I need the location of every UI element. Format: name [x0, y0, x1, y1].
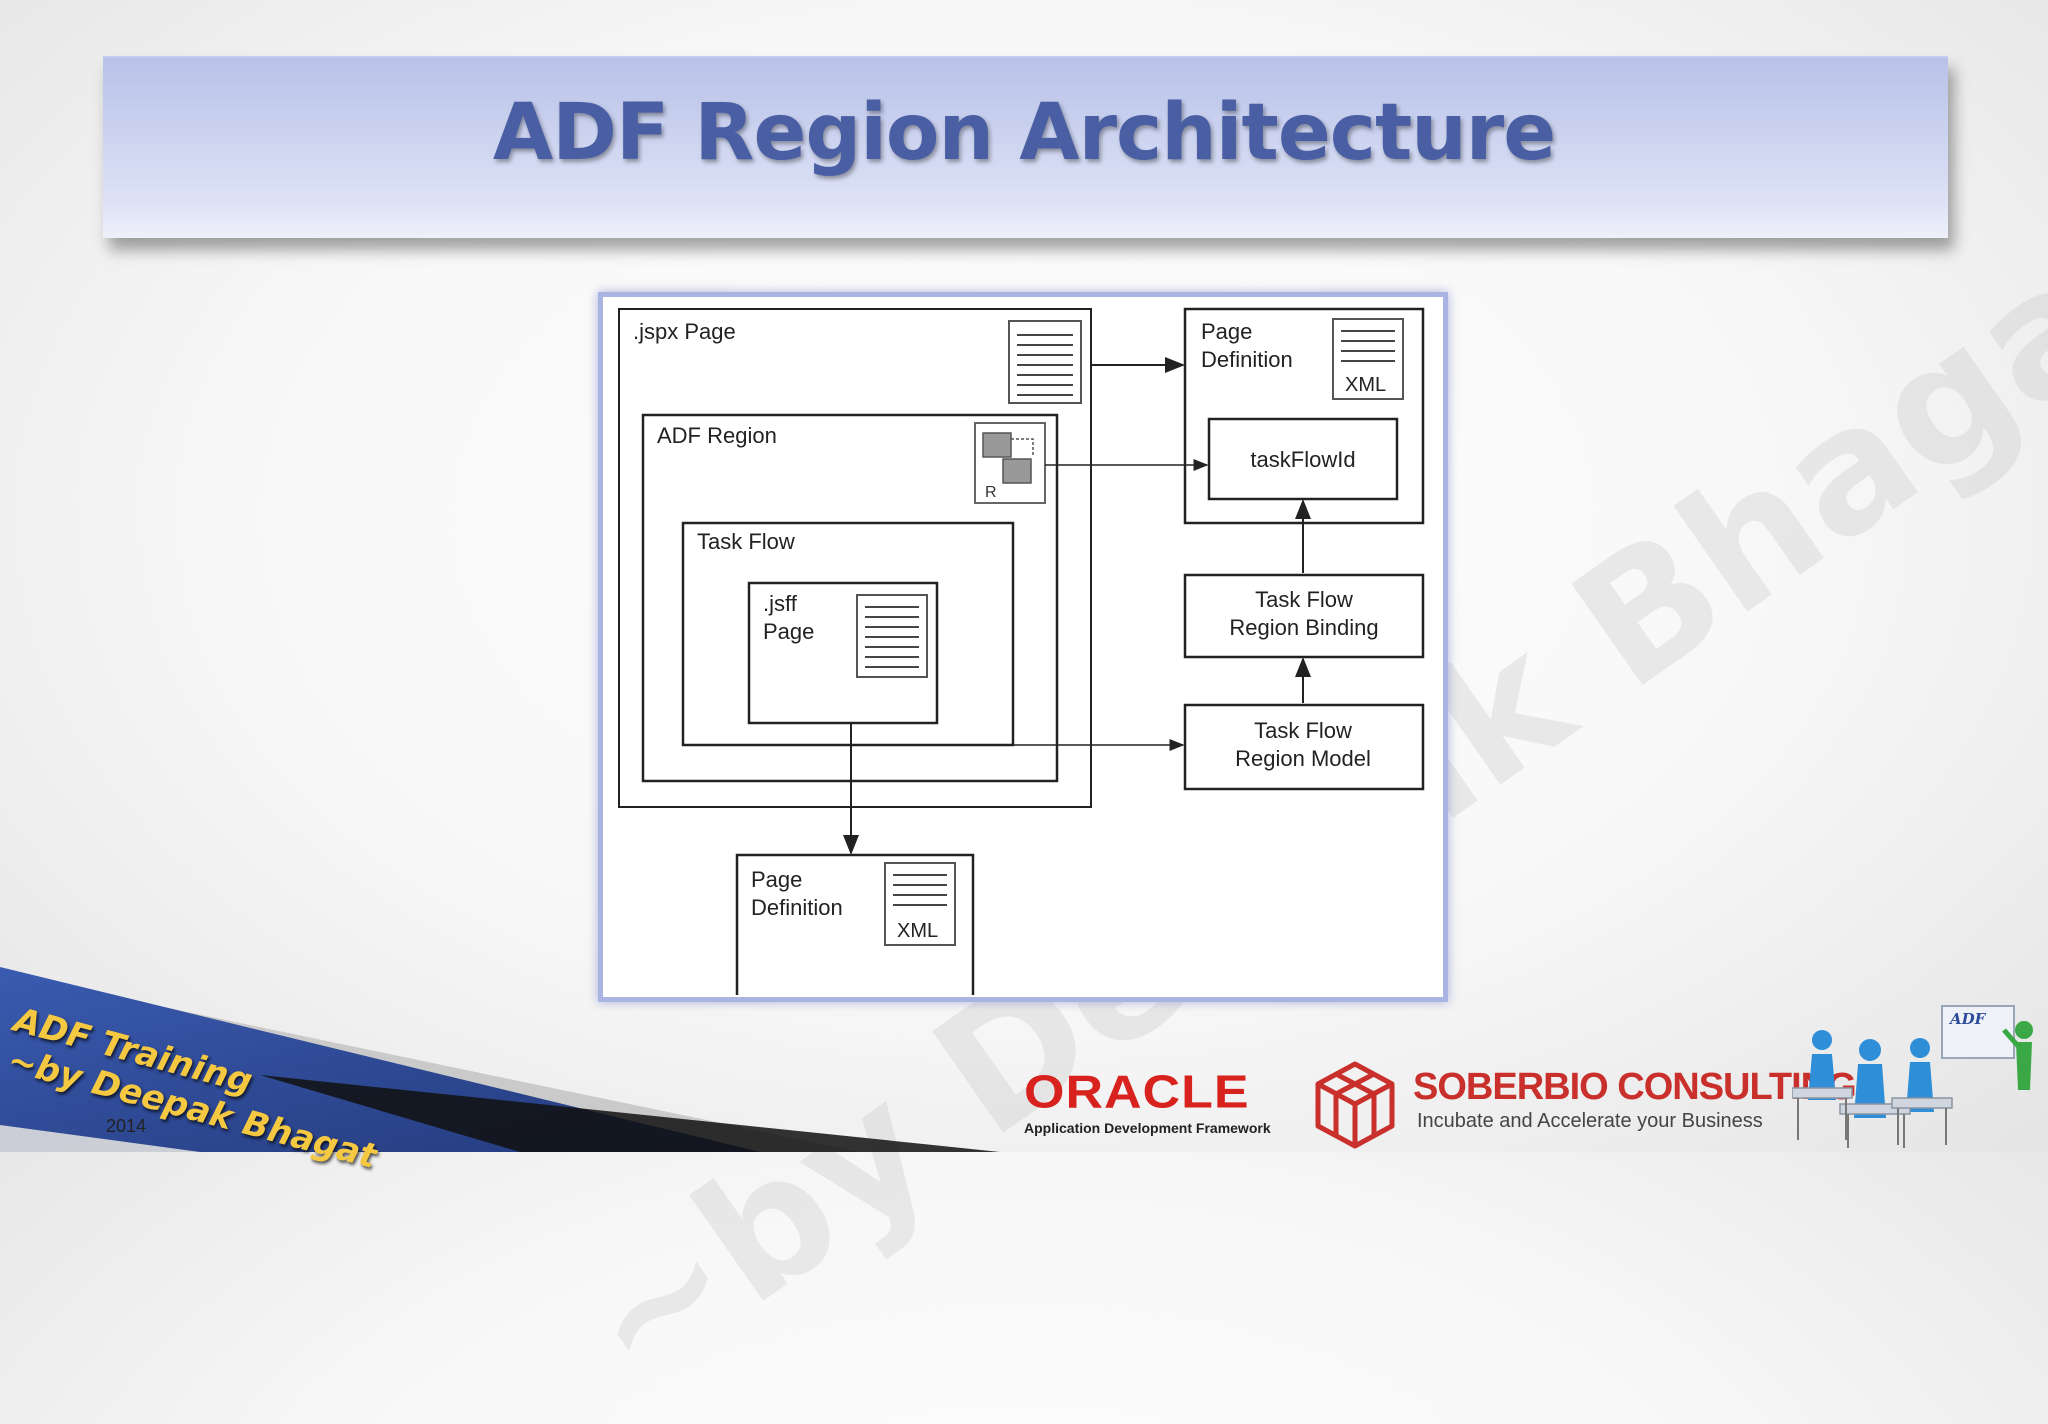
document-icon — [856, 594, 928, 678]
adf-region-label: ADF Region — [657, 423, 777, 448]
soberbio-tagline: Incubate and Accelerate your Business — [1417, 1110, 1763, 1132]
course-banner — [0, 967, 1000, 1152]
oracle-tagline: Application Development Framework — [1024, 1120, 1271, 1136]
xml-document-icon: XML — [1332, 318, 1404, 400]
banner-year: 2014 — [106, 1116, 147, 1136]
page-definition-top-label-line2: Definition — [1201, 347, 1293, 372]
region-binding-label-line2: Region Binding — [1229, 615, 1378, 640]
xml-document-icon: XML — [884, 862, 956, 946]
region-binding-label-line1: Task Flow — [1255, 587, 1353, 612]
jsff-page-label-line1: .jsff — [763, 591, 798, 616]
task-flow-region-binding-box — [1183, 573, 1425, 659]
page-definition-bottom-label-line2: Definition — [751, 895, 843, 920]
task-flow-region-model-box — [1183, 703, 1425, 791]
jsff-page-label-line2: Page — [763, 619, 814, 644]
slide-title: ADF Region Architecture — [492, 88, 1556, 178]
title-bar — [103, 56, 1948, 238]
oracle-wordmark: ORACLE — [1024, 1065, 1250, 1119]
page-definition-bottom-label-line1: Page — [751, 867, 802, 892]
region-model-label-line1: Task Flow — [1254, 718, 1352, 743]
document-icon — [1008, 320, 1082, 404]
task-flow-label: Task Flow — [697, 529, 795, 554]
diagram-frame: .jspx Page ADF Region R Task Flow .jsff … — [598, 292, 1448, 1002]
xml-bottom-label: XML — [897, 920, 938, 942]
soberbio-company-name: SOBERBIO CONSULTING — [1413, 1066, 1857, 1108]
jspx-page-label: .jspx Page — [633, 319, 736, 344]
region-icon: R — [974, 422, 1046, 504]
region-icon-letter: R — [985, 484, 997, 501]
classroom-clipart: ADF — [1792, 1005, 2033, 1148]
page-definition-top-label-line1: Page — [1201, 319, 1252, 344]
task-flow-id-label: taskFlowId — [1250, 447, 1355, 472]
clipart-board-label: ADF — [1948, 1010, 1987, 1028]
oracle-logo: ORACLE Application Development Framework — [1024, 1066, 1271, 1136]
architecture-diagram: .jspx Page ADF Region R Task Flow .jsff … — [618, 307, 1425, 995]
region-model-label-line2: Region Model — [1235, 746, 1371, 771]
xml-top-label: XML — [1345, 374, 1386, 396]
soberbio-cube-icon — [1315, 1061, 1395, 1149]
